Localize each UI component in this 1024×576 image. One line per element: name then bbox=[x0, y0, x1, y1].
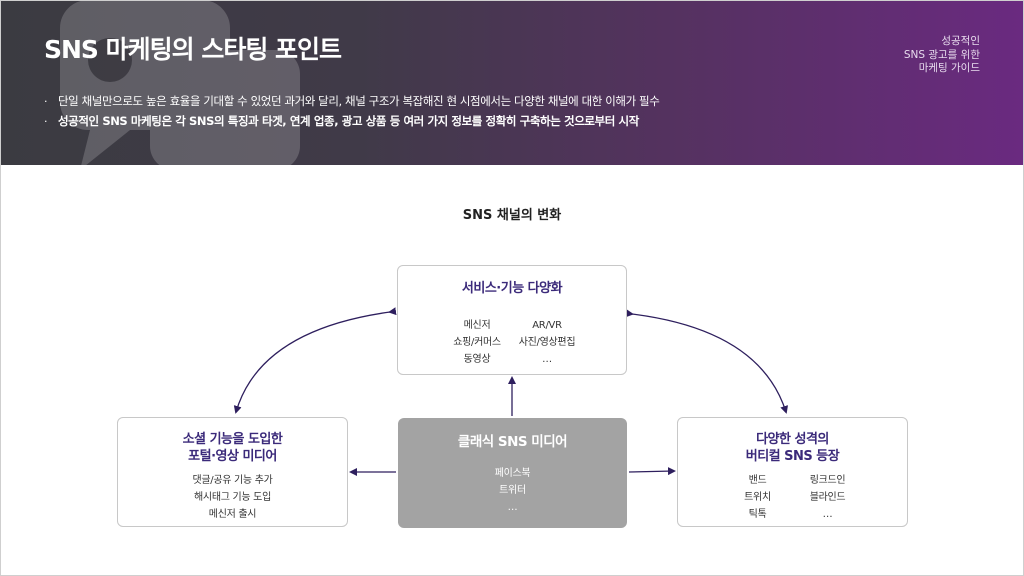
list-item: 사진/영상편집 bbox=[518, 337, 576, 348]
list-item: 동영상 bbox=[463, 354, 491, 365]
box-items: 페이스북 트위터 … bbox=[398, 465, 627, 516]
bullet-list: · 단일 채널만으로도 높은 효율을 기대할 수 있었던 과거와 달리, 채널 … bbox=[44, 91, 994, 131]
arrow-right bbox=[628, 467, 676, 476]
header-banner: SNS 마케팅의 스타팅 포인트 성공적인 SNS 광고를 위한 마케팅 가이드… bbox=[0, 0, 1024, 165]
list-item: 트위터 bbox=[499, 485, 526, 496]
list-item: 밴드 bbox=[748, 475, 767, 486]
list-item: 트위치 bbox=[744, 492, 771, 503]
box-vertical-sns: 다양한 성격의 버티컬 SNS 등장 밴드 링크드인 트위치 블라인드 틱톡 … bbox=[677, 417, 908, 527]
box-title: 클래식 SNS 미디어 bbox=[457, 434, 568, 450]
diagram-title: SNS 채널의 변화 bbox=[462, 208, 562, 223]
list-item: … bbox=[507, 502, 518, 513]
box-items: 밴드 링크드인 트위치 블라인드 틱톡 … bbox=[723, 472, 863, 523]
box-classic-sns: 클래식 SNS 미디어 페이스북 트위터 … bbox=[398, 418, 627, 528]
list-item: … bbox=[542, 354, 552, 365]
list-item: 틱톡 bbox=[748, 509, 767, 520]
box-items: 메신저 AR/VR 쇼핑/커머스 사진/영상편집 동영상 … bbox=[442, 317, 582, 368]
arrow-left-curve bbox=[233, 307, 397, 414]
box-title-line: 포털·영상 미디어 bbox=[188, 449, 277, 464]
list-item: 링크드인 bbox=[809, 475, 846, 486]
header-subtitle: 성공적인 SNS 광고를 위한 마케팅 가이드 bbox=[820, 35, 980, 76]
page-title: SNS 마케팅의 스타팅 포인트 bbox=[44, 35, 342, 64]
box-title-line: 소셜 기능을 도입한 bbox=[182, 432, 283, 447]
box-title-line: 다양한 성격의 bbox=[756, 432, 829, 447]
chat-bubble-icon bbox=[60, 0, 300, 165]
bullet-item: · 단일 채널만으로도 높은 효율을 기대할 수 있었던 과거와 달리, 채널 … bbox=[44, 91, 994, 111]
header-subtitle-line: 성공적인 bbox=[941, 35, 980, 47]
bullet-text: 성공적인 SNS 마케팅은 각 SNS의 특징과 타겟, 연계 업종, 광고 상… bbox=[58, 114, 639, 128]
box-title: 다양한 성격의 버티컬 SNS 등장 bbox=[678, 431, 907, 465]
bullet-marker: · bbox=[44, 94, 48, 108]
arrow-right-curve bbox=[625, 309, 788, 414]
box-portal-video-media: 소셜 기능을 도입한 포털·영상 미디어 댓글/공유 기능 추가 해시태그 기능… bbox=[117, 417, 348, 527]
box-title: 소셜 기능을 도입한 포털·영상 미디어 bbox=[118, 431, 347, 465]
box-title-line: 버티컬 SNS 등장 bbox=[745, 449, 840, 464]
box-title: 서비스·기능 다양화 bbox=[461, 281, 563, 296]
header-subtitle-line: SNS 광고를 위한 bbox=[903, 48, 980, 61]
list-item: 블라인드 bbox=[809, 492, 846, 503]
list-item: AR/VR bbox=[532, 320, 562, 331]
header-subtitle-line: 마케팅 가이드 bbox=[918, 62, 980, 74]
list-item: 해시태그 기능 도입 bbox=[194, 492, 271, 503]
list-item: 쇼핑/커머스 bbox=[453, 337, 501, 348]
box-items: 댓글/공유 기능 추가 해시태그 기능 도입 메신저 출시 bbox=[118, 472, 347, 523]
bullet-text: 단일 채널만으로도 높은 효율을 기대할 수 있었던 과거와 달리, 채널 구조… bbox=[58, 94, 660, 108]
list-item: 메신저 출시 bbox=[208, 509, 257, 520]
bullet-marker: · bbox=[44, 114, 48, 128]
list-item: 페이스북 bbox=[494, 468, 531, 479]
list-item: 메신저 bbox=[463, 320, 491, 331]
list-item: 댓글/공유 기능 추가 bbox=[192, 475, 273, 486]
list-item: … bbox=[822, 509, 833, 520]
box-service-diversification: 서비스·기능 다양화 메신저 AR/VR 쇼핑/커머스 사진/영상편집 동영상 … bbox=[397, 265, 627, 375]
bullet-item: · 성공적인 SNS 마케팅은 각 SNS의 특징과 타겟, 연계 업종, 광고… bbox=[44, 111, 994, 131]
